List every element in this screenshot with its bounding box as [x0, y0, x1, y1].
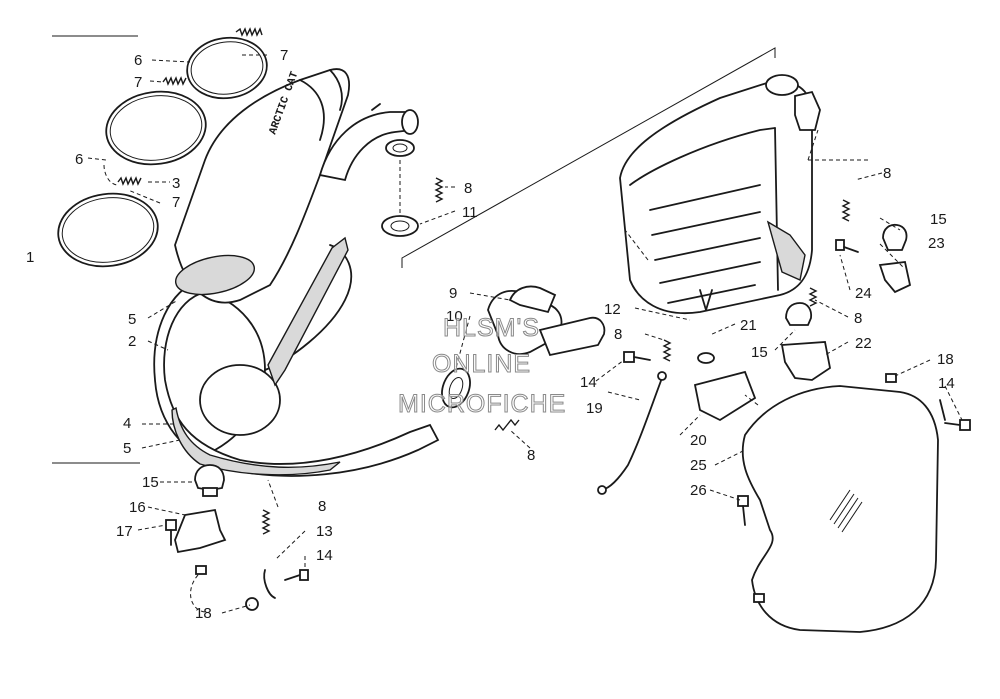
spring-8-chamber: [494, 418, 520, 432]
spring-8-right: [841, 199, 851, 222]
mounting-bracket-strap: [267, 236, 349, 387]
callout-2: 2: [128, 333, 136, 350]
callout-16: 16: [129, 499, 146, 516]
callout-20: 20: [690, 432, 707, 449]
callout-6-top: 6: [134, 52, 142, 69]
bracket-23: [878, 261, 912, 294]
callout-17: 17: [116, 523, 133, 540]
bolt-24: [835, 239, 859, 253]
callout-8-manifold: 8: [614, 326, 622, 343]
spring-8-bottom: [261, 509, 271, 535]
grommet-top: [385, 139, 415, 157]
callout-7-lower: 7: [172, 194, 180, 211]
callout-4: 4: [123, 415, 131, 432]
callout-9: 9: [449, 285, 457, 302]
callout-8-right-lower: 8: [854, 310, 862, 327]
callout-13: 13: [316, 523, 333, 540]
callout-8-muffler: 8: [464, 180, 472, 197]
spring-8-right-lower: [808, 287, 818, 307]
leader-lines: [87, 54, 963, 614]
callout-14-mid: 14: [580, 374, 597, 391]
nut-18-right: [885, 373, 897, 383]
spring-8-muffler: [434, 177, 444, 203]
clamp-6-lower: [57, 192, 159, 268]
callout-15-mid: 15: [751, 344, 768, 361]
gasket-10: [441, 367, 471, 409]
grommet-15-right: [882, 223, 908, 251]
callout-18-right: 18: [937, 351, 954, 368]
callout-11: 11: [462, 204, 478, 221]
bracket-20: [693, 370, 757, 422]
cable-19: [597, 371, 667, 495]
callout-labels: 1 2 3 4 5 5 6 6 7 7 7 8 8 8 8 8 8 9 10 1…: [26, 47, 955, 622]
group-bracket-lines: [52, 35, 776, 464]
callout-8-bottom: 8: [318, 498, 326, 515]
bracket-22: [780, 341, 831, 381]
callout-24: 24: [855, 285, 872, 302]
clip-13: [263, 569, 276, 599]
callout-6-mid: 6: [75, 151, 83, 168]
callout-23: 23: [928, 235, 945, 252]
clamp-6-middle: [105, 90, 207, 166]
callout-18-lower: 18: [195, 605, 212, 622]
spring-7-top: [235, 27, 263, 37]
watermark: HLSM'S ONLINE MICROFICHE: [398, 314, 566, 419]
bolt-14-lower: [284, 569, 309, 581]
bolt-26: [737, 495, 749, 526]
callout-22: 22: [855, 335, 872, 352]
callout-3: 3: [172, 175, 180, 192]
callout-15-right: 15: [930, 211, 947, 228]
callout-14-lower: 14: [316, 547, 333, 564]
bolt-14-right: [944, 419, 971, 431]
grommet-15-mid: [785, 302, 813, 326]
exhaust-manifold-9: [487, 285, 606, 357]
intake-silencer-12: [619, 74, 821, 315]
callout-8-chamber: 8: [527, 447, 535, 464]
washer-21: [697, 352, 715, 364]
callout-25: 25: [690, 457, 707, 474]
watermark-line-2: ONLINE: [432, 350, 531, 378]
heat-shield-25: [741, 385, 946, 633]
callout-10: 10: [446, 308, 463, 325]
callout-5-upper: 5: [128, 311, 136, 328]
callout-19: 19: [586, 400, 603, 417]
callout-21: 21: [740, 317, 757, 334]
nut-18-lower: [245, 597, 259, 611]
callout-7-mid: 7: [134, 74, 142, 91]
muffler-3: ARCTIC CAT: [174, 68, 350, 304]
spring-7-middle: [162, 76, 187, 86]
grommet-15-lower: [194, 464, 225, 497]
callout-8-right: 8: [883, 165, 891, 182]
callout-26: 26: [690, 482, 707, 499]
callout-5-lower: 5: [123, 440, 131, 457]
callout-14-right: 14: [938, 375, 955, 392]
expansion-chamber-2: [153, 244, 440, 477]
grommet-11: [381, 215, 419, 237]
spring-7-lower: [117, 176, 142, 186]
callout-15-lower: 15: [142, 474, 159, 491]
nut-18-left: [195, 565, 207, 575]
callout-1: 1: [26, 249, 34, 266]
callout-7-top: 7: [280, 47, 288, 64]
nut-shield-bottom: [753, 593, 765, 603]
clamp-6-top: [186, 36, 268, 100]
callout-12: 12: [604, 301, 621, 318]
tailpipe: [318, 103, 419, 182]
spring-8-manifold: [662, 339, 672, 362]
watermark-line-1: HLSM'S: [443, 314, 540, 342]
bracket-16: [174, 508, 227, 554]
watermark-line-3: MICROFICHE: [398, 390, 566, 418]
heat-shield-4: [171, 406, 341, 476]
bolt-14-mid: [623, 351, 651, 363]
shield-hatching: [829, 489, 863, 533]
